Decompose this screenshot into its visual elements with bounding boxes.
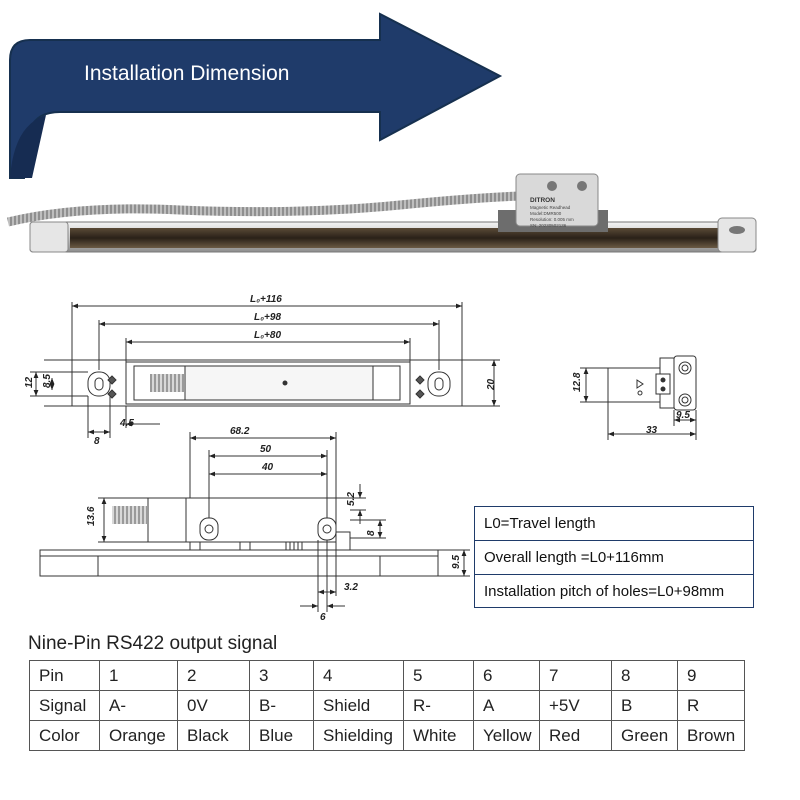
dim-hole-pitch: L₀+98 bbox=[254, 312, 281, 323]
table-cell: Color bbox=[29, 720, 100, 751]
table-cell: Pin bbox=[29, 660, 100, 691]
banner-arrow: Installation Dimension bbox=[9, 12, 503, 179]
table-cell: 5 bbox=[403, 660, 474, 691]
table-cell: A- bbox=[99, 690, 178, 721]
scale-end-cap-right bbox=[717, 217, 757, 253]
table-cell: +5V bbox=[539, 690, 612, 721]
dim-5-2: 5.2 bbox=[346, 492, 357, 506]
signal-table: Pin 1 2 3 4 5 6 7 8 9 Signal A- 0V B- Sh… bbox=[29, 660, 745, 751]
side-view-drawing bbox=[580, 355, 697, 440]
table-row: Color Orange Black Blue Shielding White … bbox=[29, 720, 745, 751]
dim-9-5-side: 9.5 bbox=[676, 410, 690, 421]
legend-travel-length: L0=Travel length bbox=[475, 507, 753, 541]
dim-40: 40 bbox=[261, 462, 274, 473]
magnetic-tape bbox=[70, 228, 720, 248]
dim-9-5-front: 9.5 bbox=[451, 555, 462, 569]
dim-12: 12 bbox=[24, 376, 35, 388]
product-photo: DITRON Magnetic Readhead Model:DMR500 Re… bbox=[6, 173, 757, 253]
table-cell: Signal bbox=[29, 690, 100, 721]
table-cell: 4 bbox=[313, 660, 404, 691]
readhead-serial: SN: 20230502136 bbox=[530, 223, 567, 228]
table-cell: Shielding bbox=[313, 720, 404, 751]
slot-hole-right bbox=[427, 371, 451, 397]
table-cell: 0V bbox=[177, 690, 250, 721]
readhead-label-1: Magnetic Readhead bbox=[530, 205, 571, 210]
dim-8-small: 8 bbox=[366, 530, 377, 536]
dim-68-2: 68.2 bbox=[230, 426, 250, 437]
readhead-label-3: Resolution: 0.005 mm bbox=[530, 217, 574, 222]
table-cell: R bbox=[677, 690, 745, 721]
dim-travel: L₀+80 bbox=[254, 330, 281, 341]
dim-3-2: 3.2 bbox=[344, 582, 358, 593]
dim-overall-length: L₀+116 bbox=[250, 294, 282, 305]
dim-50: 50 bbox=[260, 444, 272, 455]
table-cell: 8 bbox=[611, 660, 678, 691]
table-cell: Brown bbox=[677, 720, 745, 751]
table-cell: 6 bbox=[473, 660, 540, 691]
legend-overall-length: Overall length =L0+116mm bbox=[475, 541, 753, 575]
side-view-labels: 12.8 33 9.5 bbox=[572, 372, 690, 436]
screw-icon bbox=[547, 181, 557, 191]
banner-title: Installation Dimension bbox=[84, 62, 289, 85]
screw-icon bbox=[577, 181, 587, 191]
table-cell: White bbox=[403, 720, 474, 751]
dim-13-6: 13.6 bbox=[86, 506, 97, 526]
dim-4-5: 4.5 bbox=[119, 418, 134, 429]
readhead-brand: DITRON bbox=[530, 197, 555, 204]
table-cell: 7 bbox=[539, 660, 612, 691]
readhead-outline bbox=[184, 365, 374, 401]
slot-hole-left bbox=[87, 371, 111, 397]
signal-table-title: Nine-Pin RS422 output signal bbox=[28, 633, 278, 654]
mounting-hole-icon bbox=[729, 226, 745, 234]
table-cell: B- bbox=[249, 690, 314, 721]
table-cell: R- bbox=[403, 690, 474, 721]
dim-6: 6 bbox=[320, 612, 326, 623]
table-cell: Orange bbox=[99, 720, 178, 751]
travel-window bbox=[125, 361, 411, 405]
table-cell: Shield bbox=[313, 690, 404, 721]
table-cell: 9 bbox=[677, 660, 745, 691]
scale-end-cap-left bbox=[29, 221, 69, 253]
table-cell: 2 bbox=[177, 660, 250, 691]
dim-8: 8 bbox=[94, 436, 100, 447]
table-row: Pin 1 2 3 4 5 6 7 8 9 bbox=[29, 660, 745, 691]
top-view-labels: L₀+116 L₀+98 L₀+80 12 8.5 20 8 4.5 bbox=[24, 294, 497, 447]
table-cell: 1 bbox=[99, 660, 178, 691]
table-cell: Green bbox=[611, 720, 678, 751]
front-view-labels: 68.2 50 40 13.6 5.2 8 9.5 3.2 6 bbox=[86, 426, 462, 623]
table-cell: B bbox=[611, 690, 678, 721]
readhead-label-2: Model:DMR500 bbox=[530, 211, 562, 216]
table-cell: Red bbox=[539, 720, 612, 751]
table-cell: Blue bbox=[249, 720, 314, 751]
table-cell: 3 bbox=[249, 660, 314, 691]
legend-hole-pitch: Installation pitch of holes=L0+98mm bbox=[484, 583, 725, 600]
scale-front-outline bbox=[39, 549, 439, 577]
table-cell: Yellow bbox=[473, 720, 540, 751]
table-row: Signal A- 0V B- Shield R- A +5V B R bbox=[29, 690, 745, 721]
armored-cable bbox=[6, 191, 521, 227]
top-view-drawing bbox=[30, 302, 500, 438]
cable-front-icon bbox=[112, 506, 148, 524]
dim-12-8: 12.8 bbox=[572, 372, 583, 392]
cable-icon bbox=[150, 374, 184, 392]
table-cell: A bbox=[473, 690, 540, 721]
table-cell: Black bbox=[177, 720, 250, 751]
front-view-drawing bbox=[39, 432, 470, 612]
dim-20: 20 bbox=[486, 378, 497, 391]
dim-8-5: 8.5 bbox=[42, 374, 53, 388]
legend-box: L0=Travel length Overall length =L0+116m… bbox=[474, 506, 754, 608]
dim-33: 33 bbox=[646, 425, 658, 436]
